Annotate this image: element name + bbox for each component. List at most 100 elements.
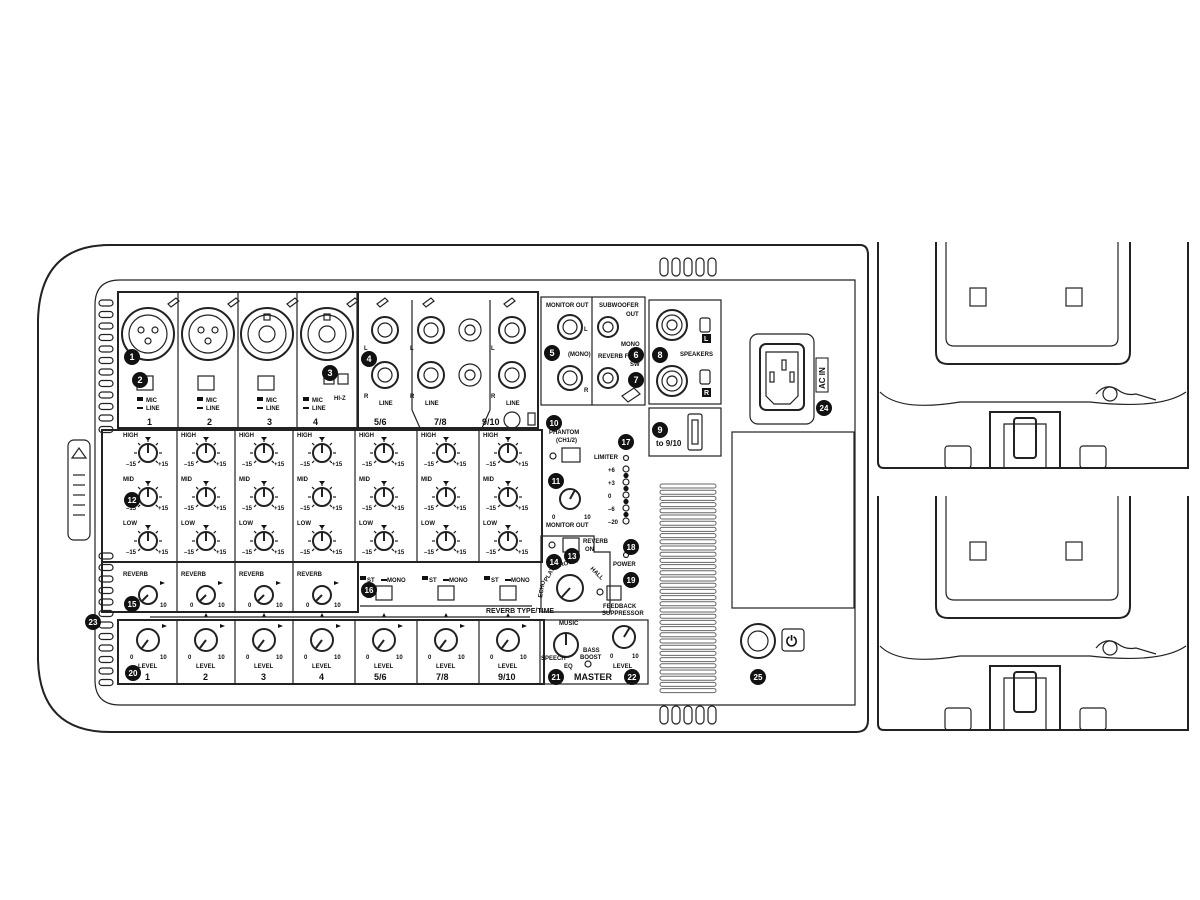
eq-min-label: –15 xyxy=(184,550,195,556)
eq-low-label: LOW xyxy=(421,521,435,527)
line-jack[interactable] xyxy=(417,361,445,389)
callout-circle xyxy=(548,669,564,685)
callout-circle xyxy=(124,492,140,508)
channel-strips: HIGH–15+15MID–15+15LOW–15+15REVERB010HIG… xyxy=(123,430,530,617)
subwoofer-jack[interactable] xyxy=(597,316,619,338)
eq-min-label: –15 xyxy=(486,462,497,468)
power-switch[interactable] xyxy=(740,623,776,659)
knob-tick xyxy=(435,486,439,490)
reverb-send-knob[interactable] xyxy=(312,585,332,605)
speaker-out-r-jack[interactable] xyxy=(656,365,688,397)
mic-line-switch-2[interactable] xyxy=(197,375,215,391)
st-mono-switch[interactable] xyxy=(375,585,393,601)
feedback-suppressor-switch[interactable] xyxy=(596,585,622,601)
usb-frame xyxy=(648,407,722,457)
line-jack[interactable] xyxy=(417,316,445,344)
line-jack[interactable] xyxy=(498,361,526,389)
xlr-jack-3[interactable] xyxy=(240,307,294,361)
xlr-jack-1[interactable] xyxy=(121,307,175,361)
monitor-mono-label: (MONO) xyxy=(568,352,591,358)
reverb-type-knob[interactable] xyxy=(556,574,584,602)
blank-panel xyxy=(731,431,855,609)
callout-circle xyxy=(361,582,377,598)
reverb-send-knob[interactable] xyxy=(138,585,158,605)
usb-port[interactable] xyxy=(687,413,703,451)
level-label: LEVEL xyxy=(138,664,158,670)
monitor-out-jack-r[interactable] xyxy=(557,365,583,391)
input-section-frame xyxy=(117,291,539,429)
channel-number: 2 xyxy=(203,672,208,682)
knob-tick xyxy=(195,548,199,552)
knob-tick xyxy=(391,442,395,446)
knob-tick xyxy=(155,460,159,464)
meter-led xyxy=(623,485,629,492)
callout-number: 14 xyxy=(550,558,559,567)
rca-jack[interactable] xyxy=(458,363,482,387)
master-eq-knob[interactable] xyxy=(553,632,579,658)
eq-min-label: –15 xyxy=(242,550,253,556)
master-label: MASTER xyxy=(574,672,613,682)
side-vent-slot xyxy=(98,391,114,399)
knob-pointer xyxy=(315,639,323,649)
side-vent-slot xyxy=(98,299,114,307)
channel-level-knob[interactable] xyxy=(372,628,396,652)
eq-max-label: +15 xyxy=(216,550,227,556)
line-jack[interactable] xyxy=(371,361,399,389)
level-max-label: 10 xyxy=(218,655,225,661)
knob-tick xyxy=(311,530,315,534)
channel-level-knob[interactable] xyxy=(136,628,160,652)
mini-jack[interactable] xyxy=(503,411,521,429)
mic-line-switch-3[interactable] xyxy=(257,375,275,391)
to-9-10-label: to 9/10 xyxy=(656,439,682,448)
channel-level-knob[interactable] xyxy=(194,628,218,652)
st-mono-switch[interactable] xyxy=(499,585,517,601)
callout-badge-14: 14 xyxy=(546,554,562,570)
monitor-out-knob[interactable] xyxy=(559,488,581,510)
knob-tick xyxy=(497,442,501,446)
callout-number: 25 xyxy=(754,673,763,682)
eq-min-label: –15 xyxy=(362,506,373,512)
reverb-send-knob[interactable] xyxy=(196,585,216,605)
grille-slot xyxy=(659,539,717,545)
knob-tick xyxy=(373,548,377,552)
st-mono-switch[interactable] xyxy=(437,585,455,601)
side-vent-slot xyxy=(98,575,114,583)
callout-circle xyxy=(546,554,562,570)
footswitch-jack[interactable] xyxy=(597,367,619,389)
speaker-out-l-jack[interactable] xyxy=(656,309,688,341)
callout-circle xyxy=(628,372,644,388)
callout-number: 18 xyxy=(627,543,636,552)
line-jack[interactable] xyxy=(371,316,399,344)
xlr-jack-4[interactable] xyxy=(300,307,354,361)
eq-min-label: –15 xyxy=(126,506,137,512)
knob-tick xyxy=(271,486,275,490)
xlr-jack-2[interactable] xyxy=(181,307,235,361)
ac-in-socket[interactable] xyxy=(759,343,805,411)
eq-max-label: +15 xyxy=(332,550,343,556)
level-min-label: 0 xyxy=(428,655,432,661)
channel-number: 5/6 xyxy=(374,417,387,427)
arrow-mark xyxy=(262,613,266,617)
monitor-r-label: R xyxy=(584,388,589,394)
channel-level-knob[interactable] xyxy=(434,628,458,652)
channel-number: 9/10 xyxy=(498,672,516,682)
callout-number: 23 xyxy=(89,618,98,627)
phantom-switch[interactable] xyxy=(549,447,581,463)
knob-tick xyxy=(453,548,457,552)
master-level-knob[interactable] xyxy=(612,625,636,649)
reverb-send-knob[interactable] xyxy=(254,585,274,605)
master-level-label: LEVEL xyxy=(613,664,633,670)
rca-jack[interactable] xyxy=(458,318,482,342)
monitor-out-jack[interactable] xyxy=(557,314,583,340)
callout-number: 16 xyxy=(365,586,374,595)
side-vent-slot xyxy=(98,414,114,422)
channel-level-knob[interactable] xyxy=(252,628,276,652)
channel-level-knob[interactable] xyxy=(310,628,334,652)
reverb-max-label: 10 xyxy=(276,603,283,609)
channel-level-knob[interactable] xyxy=(496,628,520,652)
line-jack[interactable] xyxy=(498,316,526,344)
max-mark xyxy=(398,624,403,628)
arrow-mark xyxy=(320,613,324,617)
eq-mid-label: MID xyxy=(239,477,251,483)
device-icon xyxy=(527,412,536,426)
